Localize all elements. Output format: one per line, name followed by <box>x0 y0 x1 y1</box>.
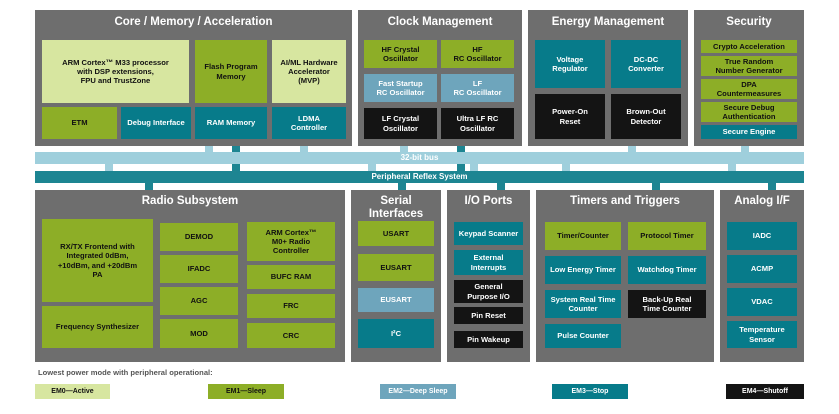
rxtx-frontend-block: RX/TX Frontend with Integrated 0dBm, +10… <box>42 219 153 302</box>
lf-rc-oscillator-block: LF RC Oscillator <box>441 74 514 102</box>
secure-debug-authentication-block: Secure Debug Authentication <box>701 102 797 122</box>
crypto-acceleration-block: Crypto Acceleration <box>701 40 797 53</box>
external-interrupts-block: External Interrupts <box>454 250 523 275</box>
radio-subsystem-title: Radio Subsystem <box>141 195 239 207</box>
connector <box>728 164 736 171</box>
32-bit-bus-label: 32-bit bus <box>400 153 439 162</box>
ifadc-block: IFADC <box>160 255 238 283</box>
vdac-block: VDAC <box>727 288 797 316</box>
legend-em1: EM1—Sleep <box>208 384 284 399</box>
connector <box>105 164 113 171</box>
connector <box>145 183 153 190</box>
dcdc-converter-block: DC-DC Converter <box>611 40 681 88</box>
legend-em0: EM0—Active <box>35 384 110 399</box>
agc-block: AGC <box>160 287 238 315</box>
connector <box>300 146 308 152</box>
keypad-scanner-block: Keypad Scanner <box>454 222 523 245</box>
crc-block: CRC <box>247 323 335 348</box>
connector <box>562 164 570 171</box>
temperature-sensor-block: Temperature Sensor <box>727 321 797 348</box>
connector <box>497 183 505 190</box>
io-ports-title: I/O Ports <box>464 195 513 207</box>
security-title: Security <box>726 16 772 28</box>
ram-memory-block: RAM Memory <box>195 107 267 139</box>
voltage-regulator-block: Voltage Regulator <box>535 40 605 88</box>
frequency-synthesizer-block: Frequency Synthesizer <box>42 306 153 348</box>
i2c-block: I²C <box>358 319 434 348</box>
connector <box>368 164 376 171</box>
demod-block: DEMOD <box>160 223 238 251</box>
connector <box>741 146 749 152</box>
frc-block: FRC <box>247 294 335 318</box>
radio-controller-block: ARM Cortex™ M0+ Radio Controller <box>247 222 335 261</box>
connector <box>470 164 478 171</box>
etm-block: ETM <box>42 107 117 139</box>
eusart-block: EUSART <box>358 254 434 281</box>
energy-management-title: Energy Management <box>551 16 665 28</box>
backup-real-time-counter-block: Back-Up Real Time Counter <box>628 290 706 318</box>
hf-rc-oscillator-block: HF RC Oscillator <box>441 40 514 68</box>
legend-em3: EM3—Stop <box>552 384 628 399</box>
protocol-timer-block: Protocol Timer <box>628 222 706 250</box>
ldma-controller-block: LDMA Controller <box>272 107 346 139</box>
clock-management-title: Clock Management <box>387 16 493 28</box>
analog-if-title: Analog I/F <box>734 195 790 207</box>
low-energy-timer-block: Low Energy Timer <box>545 256 621 284</box>
system-real-time-counter-block: System Real Time Counter <box>545 290 621 318</box>
security-panel <box>694 10 804 146</box>
peripheral-reflex-system-bus <box>35 171 804 183</box>
fast-startup-rc-oscillator-block: Fast Startup RC Oscillator <box>364 74 437 102</box>
usart-block: USART <box>358 221 434 246</box>
timer-counter-block: Timer/Counter <box>545 222 621 250</box>
pulse-counter-block: Pulse Counter <box>545 324 621 348</box>
legend-title: Lowest power mode with peripheral operat… <box>38 368 213 377</box>
legend-em2: EM2—Deep Sleep <box>380 384 456 399</box>
watchdog-timer-block: Watchdog Timer <box>628 256 706 284</box>
aiml-accelerator-block: AI/ML Hardware Accelerator (MVP) <box>272 40 346 103</box>
legend-em4: EM4—Shutoff <box>726 384 804 399</box>
32-bit-bus <box>35 152 804 164</box>
acmp-block: ACMP <box>727 255 797 283</box>
mod-block: MOD <box>160 319 238 348</box>
connector <box>652 183 660 190</box>
power-on-reset-block: Power-On Reset <box>535 94 605 139</box>
core-memory-title: Core / Memory / Acceleration <box>114 16 273 28</box>
debug-interface-block: Debug Interface <box>121 107 191 139</box>
iadc-block: IADC <box>727 222 797 250</box>
timers-triggers-title: Timers and Triggers <box>570 195 680 207</box>
connector <box>400 146 408 152</box>
ultra-lf-rc-oscillator-block: Ultra LF RC Oscillator <box>441 108 514 139</box>
flash-memory-block: Flash Program Memory <box>195 40 267 103</box>
cpu-block: ARM Cortex™ M33 processor with DSP exten… <box>42 40 189 103</box>
connector <box>398 183 406 190</box>
pin-wakeup-block: Pin Wakeup <box>454 331 523 348</box>
true-random-number-generator-block: True Random Number Generator <box>701 56 797 76</box>
peripheral-reflex-system-label: Peripheral Reflex System <box>371 172 468 181</box>
serial-interfaces-title: Serial Interfaces <box>368 195 424 221</box>
eusart-deep-sleep-block: EUSART <box>358 288 434 312</box>
pin-reset-block: Pin Reset <box>454 307 523 324</box>
bufc-ram-block: BUFC RAM <box>247 265 335 289</box>
lf-crystal-oscillator-block: LF Crystal Oscillator <box>364 108 437 139</box>
connector <box>205 146 213 152</box>
dpa-countermeasures-block: DPA Countermeasures <box>701 79 797 99</box>
connector <box>628 146 636 152</box>
hf-crystal-oscillator-block: HF Crystal Oscillator <box>364 40 437 68</box>
connector <box>768 183 776 190</box>
brown-out-detector-block: Brown-Out Detector <box>611 94 681 139</box>
general-purpose-io-block: General Purpose I/O <box>454 280 523 303</box>
secure-engine-block: Secure Engine <box>701 125 797 139</box>
